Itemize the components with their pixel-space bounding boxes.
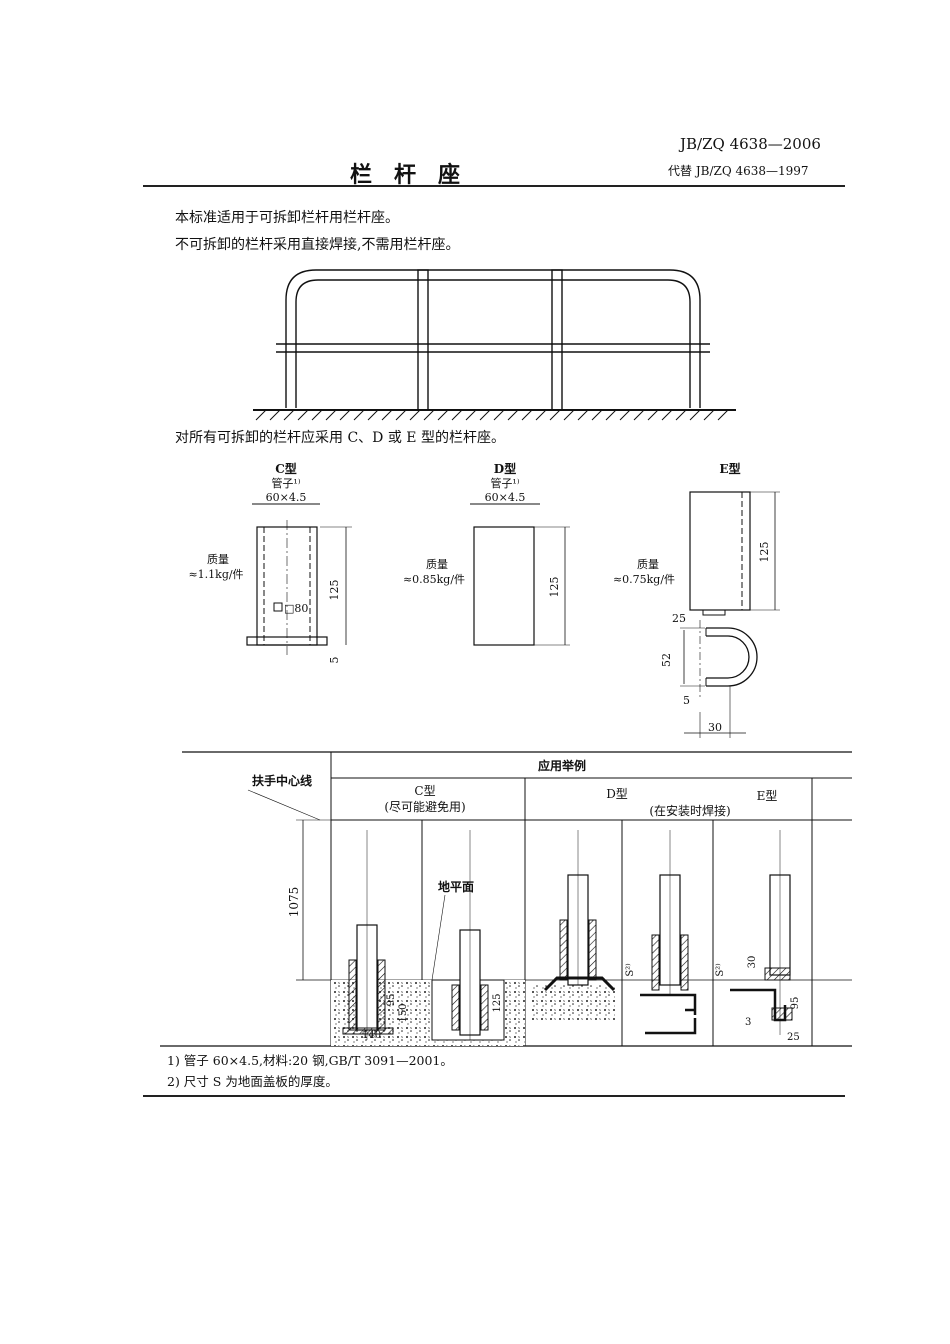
type-c-size-label: 60×4.5 bbox=[266, 491, 307, 504]
page-title: 栏杆座 bbox=[350, 162, 483, 188]
type-c-height-dim: 125 bbox=[328, 580, 341, 601]
type-d-label: D型 bbox=[494, 461, 516, 476]
header-rule bbox=[143, 185, 845, 187]
footnote-1: 1) 管子 60×4.5,材料:20 钢,GB/T 3091—2001。 bbox=[167, 1053, 453, 1068]
paragraph-detachable: 对所有可拆卸的栏杆应采用 C、D 或 E 型的栏杆座。 bbox=[175, 430, 505, 446]
app-c-dim-95: 95 bbox=[386, 994, 397, 1007]
app-c2-dim-125: 125 bbox=[492, 993, 503, 1012]
type-e-label: E型 bbox=[719, 461, 740, 476]
app-c-note: (尽可能避免用) bbox=[384, 799, 465, 814]
type-e-height-dim: 125 bbox=[758, 542, 771, 563]
replaces-note: 代替 JB/ZQ 4638—1997 bbox=[668, 164, 809, 178]
type-e-mass: ≈0.75kg/件 bbox=[613, 573, 675, 586]
type-c-mass: ≈1.1kg/件 bbox=[188, 568, 243, 581]
app-e-dim-25: 25 bbox=[787, 1032, 800, 1043]
app-d-dim-s: S²⁾ bbox=[625, 963, 636, 976]
ground-hatching bbox=[255, 409, 729, 421]
type-d-drawing: D型 管子¹⁾ 60×4.5 125 质量 ≈0.85kg/件 bbox=[403, 461, 570, 646]
type-c-base-label: □80 bbox=[284, 602, 308, 615]
handrail-centerline-label: 扶手中心线 bbox=[252, 773, 312, 788]
app-e-dim-30: 30 bbox=[747, 956, 758, 969]
paragraph-scope: 本标准适用于可拆卸栏杆用栏杆座。 bbox=[175, 210, 399, 226]
application-header: 应用举例 bbox=[538, 758, 586, 773]
standard-number: JB/ZQ 4638—2006 bbox=[680, 135, 821, 153]
railing-illustration bbox=[253, 269, 736, 411]
app-c-label: C型 bbox=[414, 784, 435, 798]
app-d-label: D型 bbox=[606, 787, 628, 801]
footer-rule bbox=[143, 1095, 845, 1097]
type-e-dim-30: 30 bbox=[708, 721, 722, 734]
app-c-cell-2: 125 bbox=[422, 830, 525, 1046]
app-c-dim-140: 140 bbox=[362, 1030, 381, 1041]
app-e-dim-3: 3 bbox=[745, 1017, 751, 1028]
type-e-dim-52: 52 bbox=[660, 653, 673, 667]
app-e-dim-95: 95 bbox=[790, 997, 801, 1010]
paragraph-fixed: 不可拆卸的栏杆采用直接焊接,不需用栏杆座。 bbox=[175, 237, 460, 253]
app-e-cell: S²⁾ 30 95 3 25 bbox=[715, 830, 801, 1043]
app-d-cell-1 bbox=[530, 830, 616, 1020]
type-d-mass: ≈0.85kg/件 bbox=[403, 573, 465, 586]
app-d-cell-2: S²⁾ bbox=[625, 830, 697, 1035]
type-d-pipe-label: 管子¹⁾ bbox=[490, 476, 519, 490]
app-e-label: E型 bbox=[757, 789, 778, 803]
app-e-dim-s: S²⁾ bbox=[715, 963, 726, 976]
type-e-dim-5: 5 bbox=[683, 694, 690, 707]
type-c-mass-label: 质量 bbox=[207, 553, 229, 566]
type-c-drawing: C型 管子¹⁾ 60×4.5 □80 125 5 质量 ≈1.1kg/件 bbox=[188, 461, 352, 664]
ground-level-label: 地平面 bbox=[438, 879, 474, 894]
type-e-mass-label: 质量 bbox=[637, 558, 659, 571]
app-c-dim-150: 150 bbox=[398, 1003, 409, 1022]
type-d-mass-label: 质量 bbox=[426, 558, 448, 571]
type-c-pipe-label: 管子¹⁾ bbox=[271, 476, 300, 490]
type-c-label: C型 bbox=[275, 461, 297, 476]
app-height-dim: 1075 bbox=[287, 887, 301, 918]
app-d-note: (在安装时焊接) bbox=[649, 803, 730, 818]
type-e-drawing: E型 125 质量 ≈0.75kg/件 25 52 5 30 bbox=[613, 461, 780, 738]
type-d-size-label: 60×4.5 bbox=[485, 491, 526, 504]
type-e-dim-25: 25 bbox=[672, 612, 686, 625]
footnote-2: 2) 尺寸 S 为地面盖板的厚度。 bbox=[167, 1074, 338, 1089]
app-c-cell-1: 95 150 140 bbox=[331, 830, 422, 1046]
type-d-height-dim: 125 bbox=[548, 577, 561, 598]
type-c-base-dim: 5 bbox=[328, 657, 341, 664]
